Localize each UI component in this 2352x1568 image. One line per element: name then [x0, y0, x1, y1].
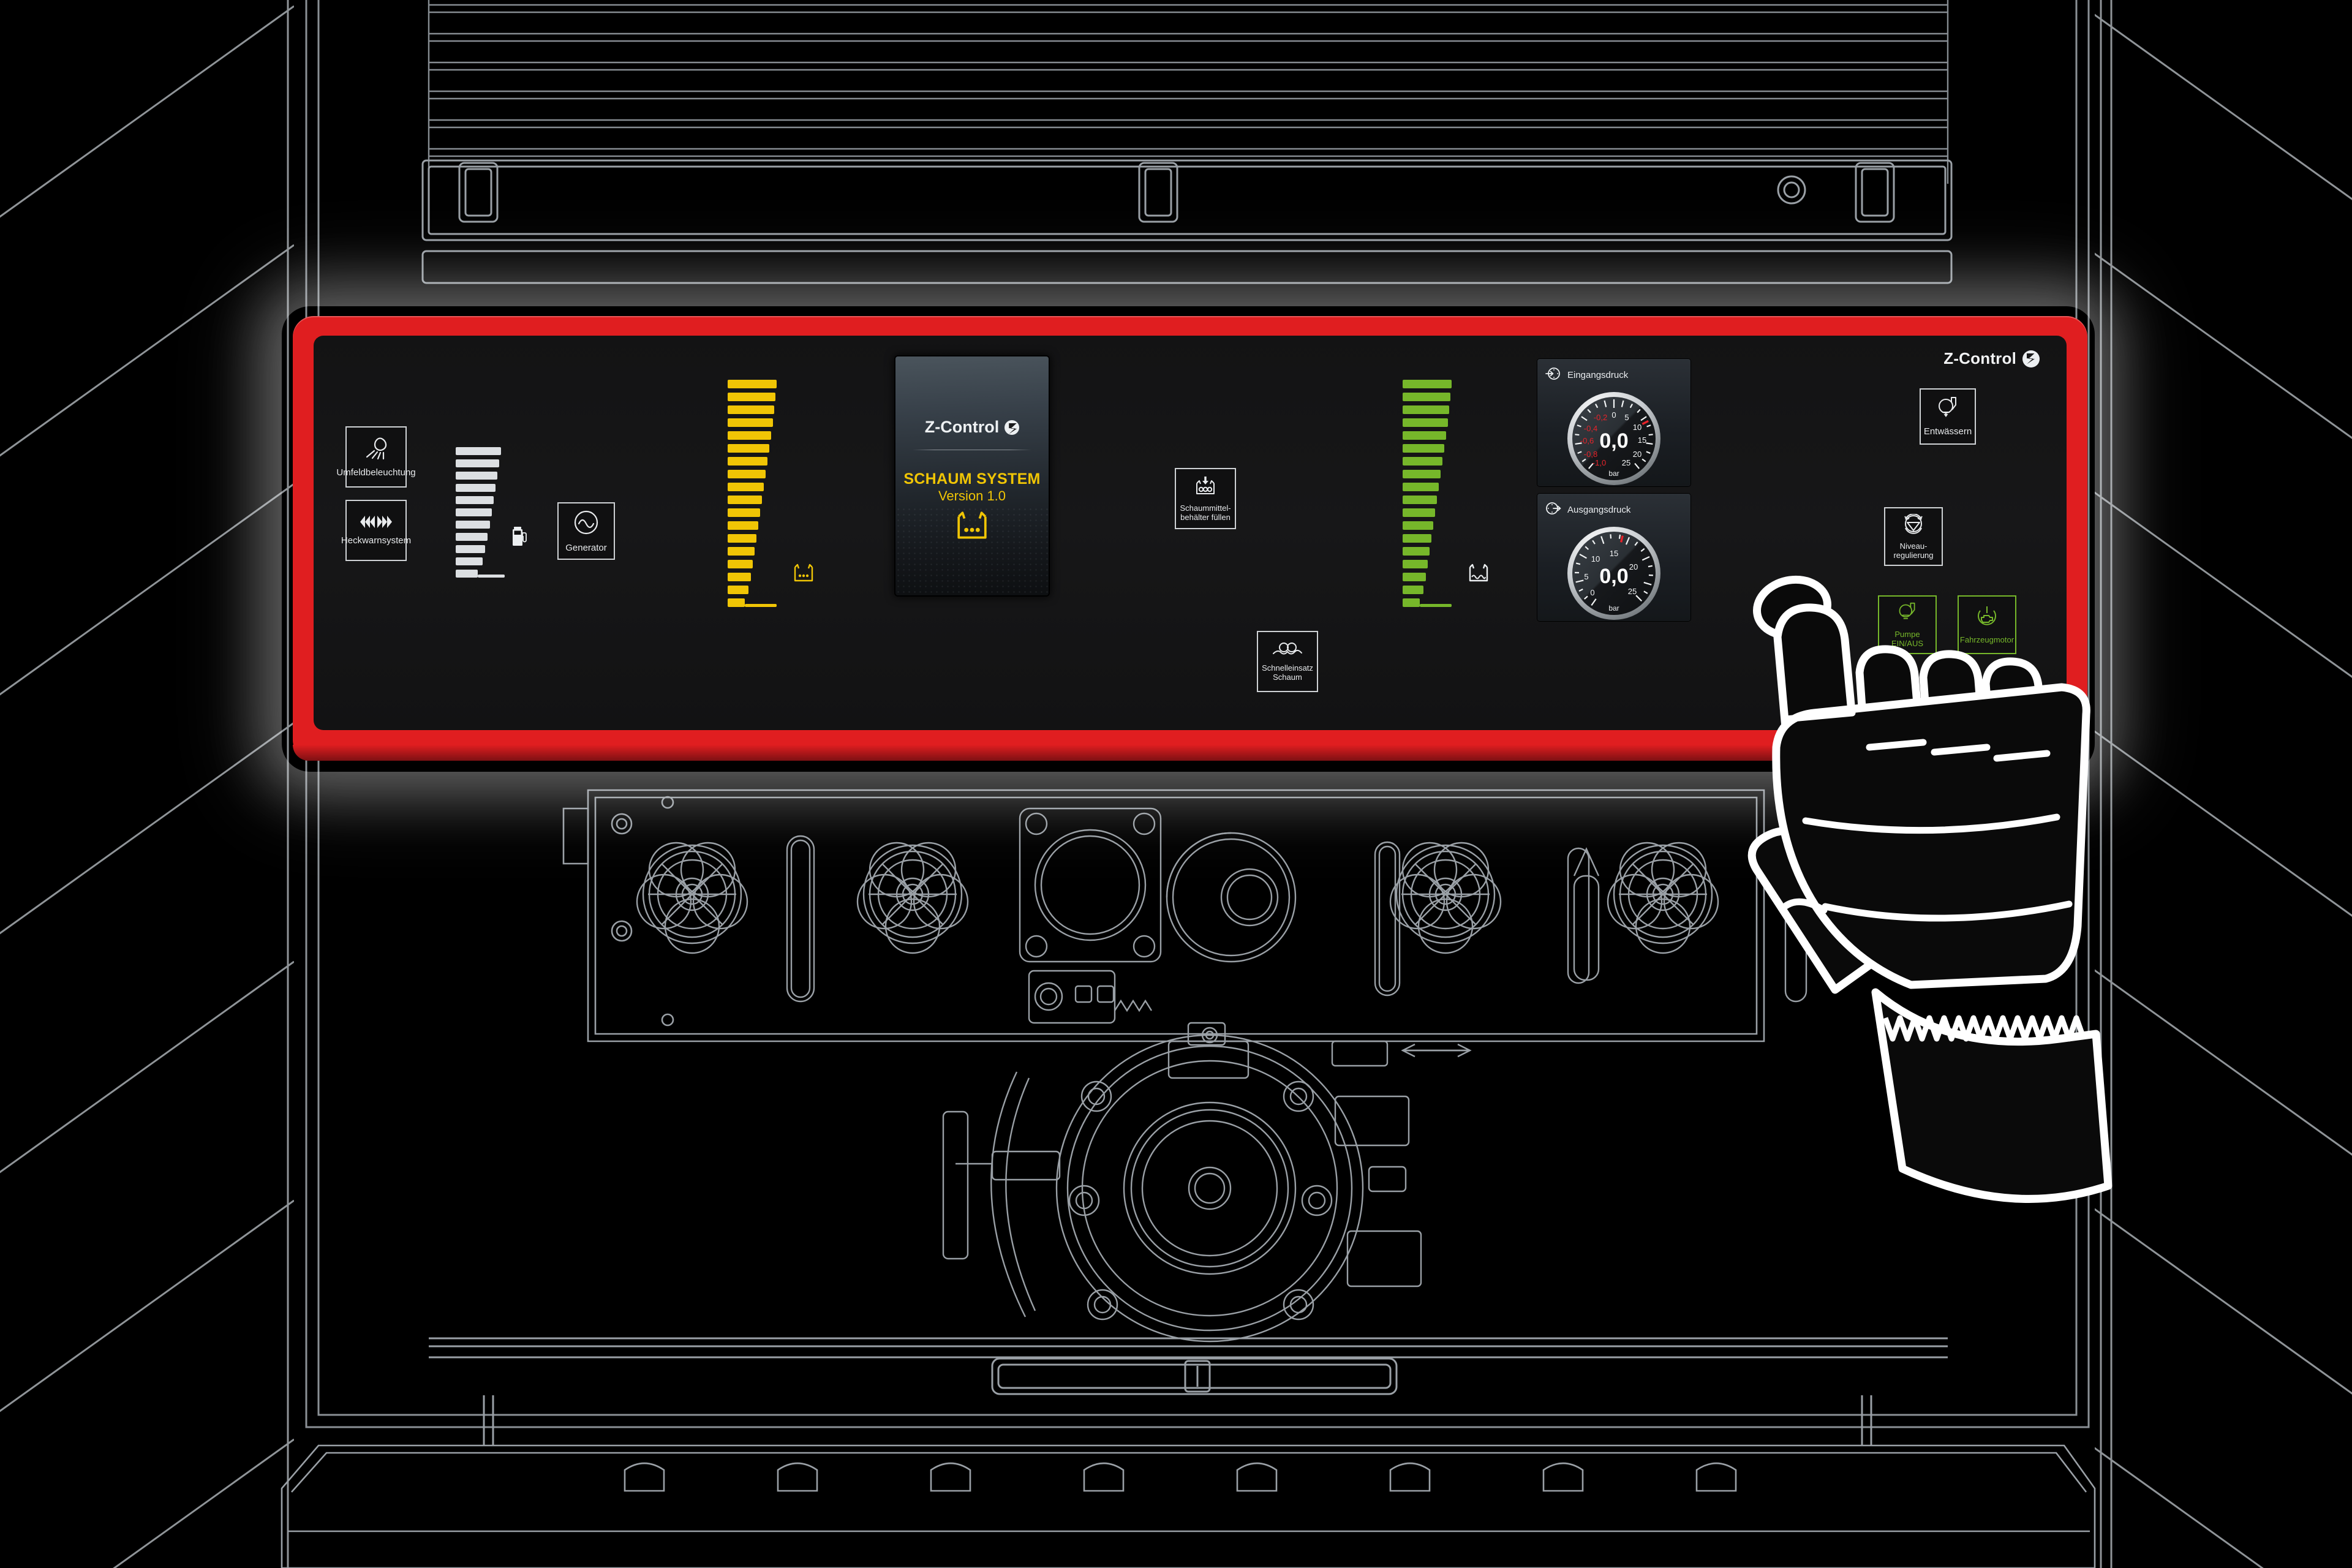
button-pumpe-ein-aus[interactable]: Pumpe EIN/AUS — [1878, 595, 1937, 654]
svg-text:20: 20 — [1633, 450, 1642, 459]
button-label: Fahrzeugmotor — [1959, 635, 2015, 644]
svg-text:-0,6: -0,6 — [1580, 436, 1594, 445]
display-dot-texture — [895, 507, 1049, 595]
gauge-eingangsdruck: Eingangsdruck — [1537, 359, 1691, 486]
svg-text:-1,0: -1,0 — [1593, 458, 1606, 467]
button-niveauregulierung[interactable]: Niveau- regulierung — [1884, 507, 1943, 566]
svg-text:0: 0 — [1590, 588, 1594, 597]
svg-text:5: 5 — [1624, 413, 1629, 422]
display-title-text: Z-Control — [924, 418, 1000, 436]
svg-text:0,0: 0,0 — [1599, 429, 1628, 453]
gloved-hand-icon — [1747, 575, 2113, 1203]
svg-text:25: 25 — [1628, 587, 1637, 596]
button-label-line2: behälter füllen — [1180, 512, 1231, 522]
button-generator[interactable]: Generator — [557, 502, 615, 560]
work-light-icon — [362, 436, 390, 464]
button-heckwarnsystem[interactable]: Heckwarnsystem — [341, 500, 411, 561]
button-label-line1: Schnelleinsatz — [1262, 663, 1313, 673]
display-system-name: SCHAUM SYSTEM — [903, 470, 1041, 488]
button-entwaessern[interactable]: Entwässern — [1920, 388, 1976, 445]
button-label-line1: Niveau- — [1899, 541, 1928, 551]
engine-power-icon — [1975, 605, 1999, 631]
center-display-screen[interactable]: Z-Control SCHAUM SYSTEM Version 1.0 — [895, 356, 1049, 595]
gauge-header: Ausgangsdruck — [1545, 500, 1630, 519]
svg-text:-0,4: -0,4 — [1584, 424, 1597, 433]
svg-text:5: 5 — [1584, 572, 1588, 581]
display-title: Z-Control — [895, 418, 1049, 437]
ziegler-logo-icon — [2022, 350, 2040, 368]
svg-text:15: 15 — [1610, 549, 1618, 558]
inlet-pressure-icon — [1545, 366, 1561, 385]
svg-text:20: 20 — [1629, 562, 1638, 571]
outlet-pressure-icon — [1545, 500, 1561, 519]
bar-gauge-water-level — [1403, 380, 1458, 607]
gauge-header: Eingangsdruck — [1545, 366, 1628, 385]
svg-text:15: 15 — [1638, 435, 1646, 445]
button-label: Generator — [565, 543, 607, 553]
button-label: Entwässern — [1923, 426, 1972, 437]
svg-text:bar: bar — [1608, 469, 1619, 478]
gauge-title: Eingangsdruck — [1567, 370, 1629, 380]
fill-foam-tank-icon — [1193, 476, 1218, 500]
foam-bubbles-icon — [1272, 642, 1303, 660]
svg-text:-0,2: -0,2 — [1594, 413, 1607, 422]
rear-warning-chevrons-icon — [359, 515, 393, 532]
button-label: Umfeldbeleuchtung — [336, 467, 416, 478]
ac-sine-wave-icon — [573, 509, 600, 539]
display-foam-tank-icon — [895, 511, 1049, 541]
button-label-line2: regulierung — [1893, 550, 1934, 560]
button-label-line1: Pumpe — [1894, 629, 1920, 639]
svg-text:10: 10 — [1591, 554, 1600, 564]
svg-text:10: 10 — [1633, 423, 1642, 432]
gauge-ausgangsdruck: Ausgangsdruck — [1537, 494, 1691, 621]
button-fahrzeugmotor[interactable]: Fahrzeugmotor — [1958, 595, 2016, 654]
display-version: Version 1.0 — [938, 488, 1006, 503]
svg-text:25: 25 — [1622, 458, 1630, 467]
svg-text:0: 0 — [1611, 410, 1616, 420]
button-schaummittelbehaelter-fuellen[interactable]: Schaummittel- behälter füllen — [1175, 468, 1236, 529]
svg-text:bar: bar — [1608, 604, 1619, 612]
water-tank-icon — [1468, 564, 1490, 586]
pump-icon — [1896, 602, 1919, 626]
ziegler-logo-icon — [1005, 420, 1020, 435]
button-schnelleinsatz-schaum[interactable]: Schnelleinsatz Schaum — [1257, 631, 1318, 692]
foam-tank-icon — [793, 564, 815, 586]
drain-pump-icon — [1936, 396, 1960, 423]
button-umfeldbeleuchtung[interactable]: Umfeldbeleuchtung — [336, 426, 416, 488]
button-label: Heckwarnsystem — [341, 535, 412, 546]
level-control-icon — [1901, 513, 1926, 538]
bar-gauge-fuel-level — [456, 447, 507, 578]
fuel-pump-icon — [512, 526, 528, 549]
svg-text:-0,8: -0,8 — [1584, 450, 1597, 459]
button-label-line1: Schaummittel- — [1180, 503, 1231, 513]
gauge-dial: 0 5 10 15 20 25 bar 0,0 — [1565, 524, 1663, 621]
gauge-title: Ausgangsdruck — [1567, 505, 1631, 515]
button-label-line2: EIN/AUS — [1891, 638, 1923, 648]
button-label-line2: Schaum — [1273, 672, 1302, 682]
brand-label: Z-Control — [1943, 349, 2016, 368]
z-control-panel: Z-Control Umfeldbeleuchtung — [314, 336, 2067, 730]
brand-logo: Z-Control — [1943, 349, 2040, 368]
svg-text:0,0: 0,0 — [1599, 565, 1628, 588]
gauge-dial: 0 5 10 15 20 25 -0,2 -0,4 -0,6 -0,8 -1,0 — [1565, 390, 1663, 486]
bar-gauge-foam-agent-level — [728, 380, 783, 607]
